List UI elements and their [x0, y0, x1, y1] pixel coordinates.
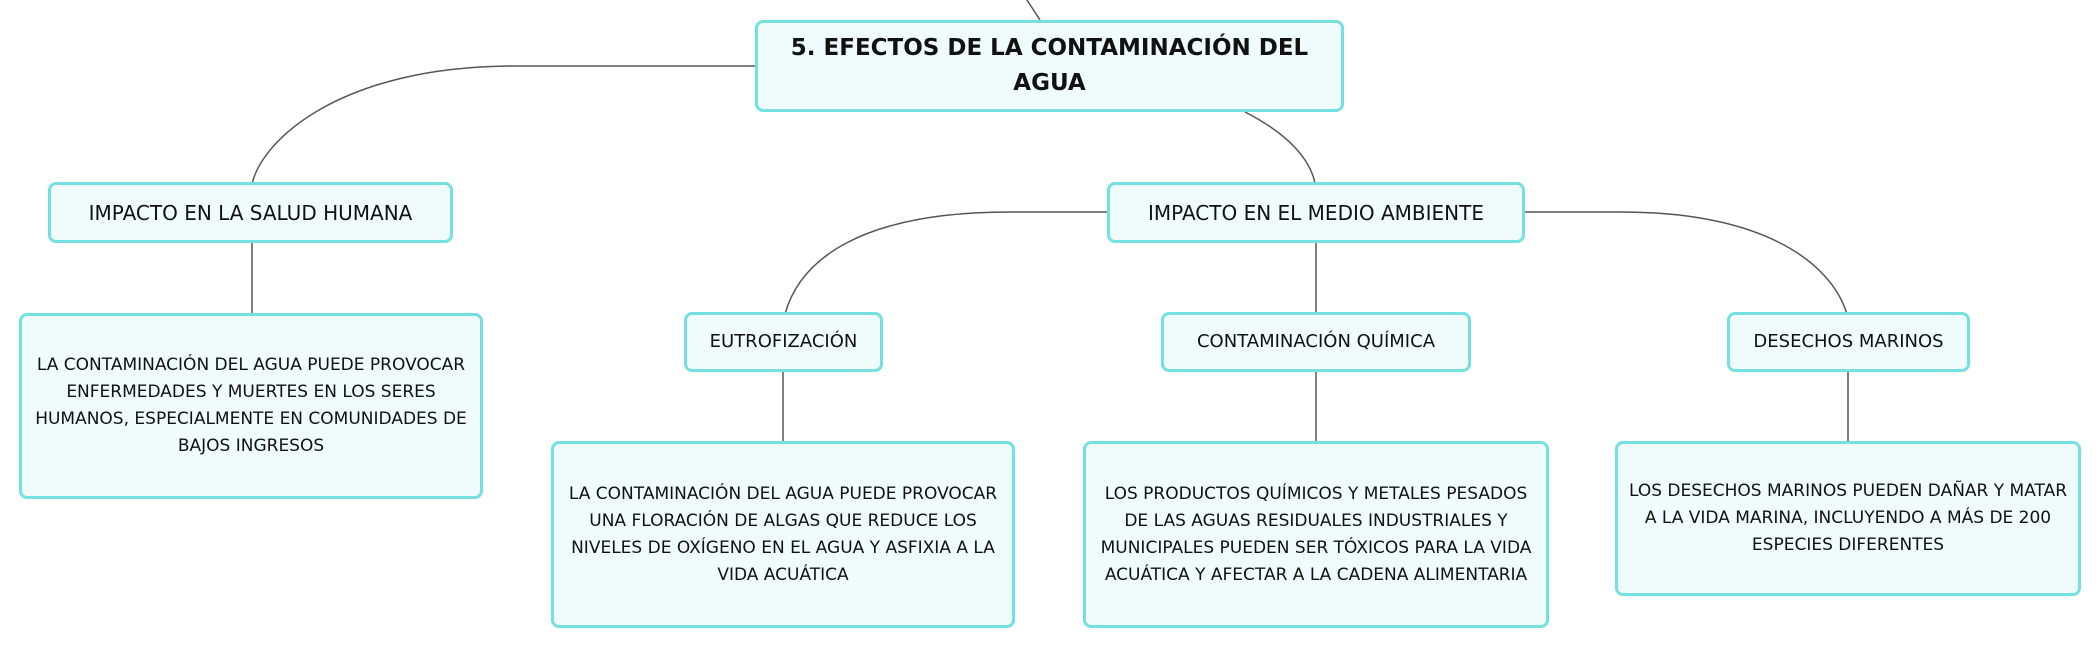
- detail-node-desechos-marinos[interactable]: LOS DESECHOS MARINOS PUEDEN DAÑAR Y MATA…: [1615, 441, 2081, 596]
- connector-root-to-environment: [1244, 111, 1316, 184]
- detail-node-contaminacion-quimica[interactable]: LOS PRODUCTOS QUÍMICOS Y METALES PESADOS…: [1083, 441, 1549, 628]
- root-node-label: 5. EFECTOS DE LA CONTAMINACIÓN DEL AGUA: [790, 35, 1309, 96]
- detail-node-human-health[interactable]: LA CONTAMINACIÓN DEL AGUA PUEDE PROVOCAR…: [19, 313, 483, 499]
- branch-node-human-health[interactable]: IMPACTO EN LA SALUD HUMANA: [48, 182, 453, 243]
- detail-node-eutrofizacion[interactable]: LA CONTAMINACIÓN DEL AGUA PUEDE PROVOCAR…: [551, 441, 1015, 628]
- detail-node-text: LA CONTAMINACIÓN DEL AGUA PUEDE PROVOCAR…: [568, 483, 998, 585]
- connector-environment-to-eutrofizacion: [784, 211, 1109, 315]
- detail-node-text: LOS DESECHOS MARINOS PUEDEN DAÑAR Y MATA…: [1628, 481, 2068, 555]
- sub-node-contaminacion-quimica[interactable]: CONTAMINACIÓN QUÍMICA: [1161, 312, 1471, 372]
- sub-node-label: CONTAMINACIÓN QUÍMICA: [1196, 331, 1436, 352]
- connector-environment-to-desechos: [1523, 211, 1848, 315]
- detail-node-text: LA CONTAMINACIÓN DEL AGUA PUEDE PROVOCAR…: [35, 355, 467, 456]
- connector-root-to-health: [251, 65, 757, 185]
- root-node[interactable]: 5. EFECTOS DE LA CONTAMINACIÓN DEL AGUA: [755, 20, 1344, 112]
- connector-parent-to-root: [1026, 0, 1041, 21]
- branch-node-environment[interactable]: IMPACTO EN EL MEDIO AMBIENTE: [1107, 182, 1525, 243]
- sub-node-desechos-marinos[interactable]: DESECHOS MARINOS: [1727, 312, 1970, 372]
- sub-node-label: EUTROFIZACIÓN: [709, 331, 858, 352]
- sub-node-label: DESECHOS MARINOS: [1753, 331, 1944, 352]
- branch-node-label: IMPACTO EN EL MEDIO AMBIENTE: [1148, 200, 1484, 225]
- detail-node-text: LOS PRODUCTOS QUÍMICOS Y METALES PESADOS…: [1100, 483, 1532, 585]
- sub-node-eutrofizacion[interactable]: EUTROFIZACIÓN: [684, 312, 883, 372]
- branch-node-label: IMPACTO EN LA SALUD HUMANA: [88, 200, 413, 225]
